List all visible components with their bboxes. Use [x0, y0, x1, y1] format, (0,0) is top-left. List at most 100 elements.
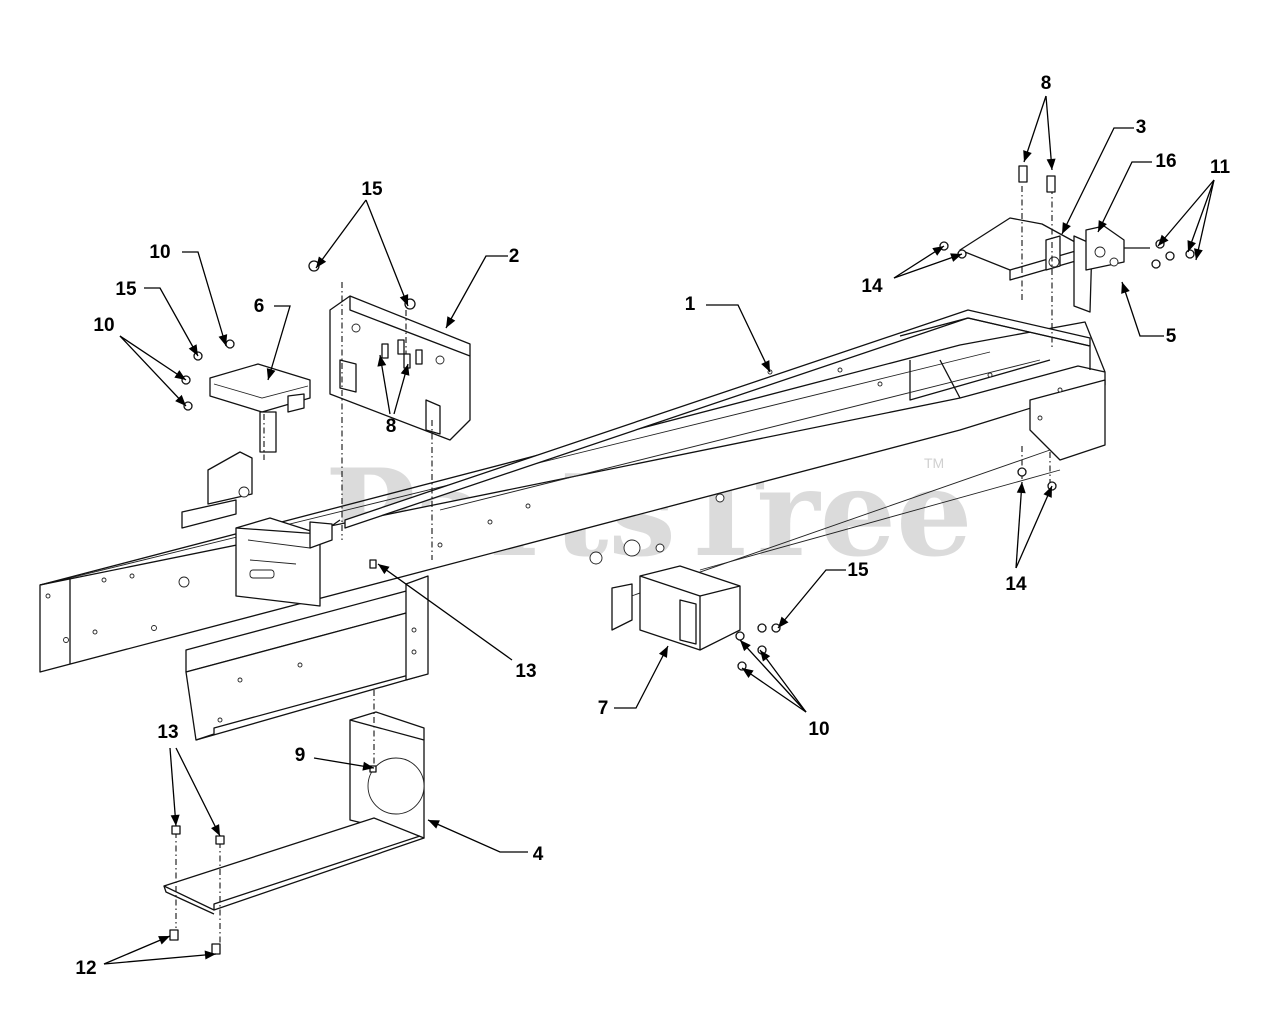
callout-c3: 3 — [1061, 117, 1146, 235]
callout-c4: 4 — [427, 819, 544, 865]
callout-c14a: 14 — [861, 245, 945, 297]
callout-label: 15 — [847, 560, 869, 581]
callout-leader — [365, 199, 409, 307]
callout-leader — [1157, 179, 1215, 247]
callout-c7: 7 — [598, 645, 669, 719]
callout-arrowhead — [1121, 282, 1130, 294]
callout-arrowhead — [377, 355, 387, 367]
callout-label: 10 — [93, 315, 114, 336]
watermark-tm: TM — [924, 455, 944, 471]
callout-arrowhead — [211, 824, 220, 836]
callout-arrowhead — [428, 820, 440, 829]
callout-arrowhead — [204, 950, 216, 960]
callout-label: 15 — [115, 279, 137, 300]
callout-leader — [759, 649, 807, 713]
callout-arrowhead — [1187, 240, 1196, 252]
callout-c12a: 12 — [75, 935, 171, 979]
callout-arrowhead — [761, 360, 770, 372]
callout-c10e — [759, 649, 807, 713]
callout-c14d — [1015, 485, 1053, 569]
callout-arrowhead — [1023, 150, 1032, 162]
callout-c15c: 15 — [115, 279, 199, 357]
callout-c1: 1 — [685, 294, 771, 373]
callout-label: 6 — [254, 296, 265, 317]
right-bracket-assembly — [959, 217, 1150, 313]
callout-leader — [1045, 95, 1053, 171]
callout-arrowhead — [316, 256, 327, 268]
callout-leader — [119, 335, 187, 407]
part-7-bracket — [611, 565, 741, 651]
callout-c8a: 8 — [1023, 73, 1052, 163]
callout-c8d — [393, 363, 410, 415]
callout-c9: 9 — [295, 745, 375, 771]
callout-leader — [739, 639, 807, 713]
callout-leader — [1061, 127, 1134, 235]
callout-c15d: 15 — [777, 560, 869, 629]
callout-arrowhead — [950, 253, 962, 262]
callout-c8b — [1045, 95, 1056, 171]
part-4-box — [163, 711, 425, 915]
callout-label: 1 — [685, 294, 696, 315]
callout-arrowhead — [174, 370, 186, 380]
callout-leader — [175, 747, 221, 837]
callout-leader — [777, 569, 846, 629]
callout-arrowhead — [218, 334, 228, 346]
callout-arrowhead — [170, 814, 180, 826]
callout-leader — [1097, 161, 1152, 233]
callout-label: 2 — [509, 246, 520, 267]
callout-arrowhead — [158, 936, 170, 945]
callout-label: 12 — [75, 958, 96, 979]
callout-arrowhead — [362, 761, 374, 771]
callout-c16: 16 — [1097, 151, 1177, 233]
callout-arrowhead — [175, 394, 186, 406]
callout-label: 11 — [1210, 157, 1231, 178]
part-6-bracket — [209, 363, 311, 453]
callout-arrowhead — [778, 616, 789, 628]
callout-leader — [1121, 281, 1164, 337]
callout-c13b: 13 — [157, 722, 180, 827]
callout-arrowhead — [1016, 482, 1026, 494]
callout-c10f — [741, 667, 807, 713]
callout-c12b — [103, 950, 217, 965]
callout-leader — [1015, 485, 1053, 569]
callout-arrowhead — [266, 368, 276, 380]
callout-arrowhead — [740, 640, 751, 652]
callout-c11b — [1187, 179, 1215, 253]
callout-leader — [169, 747, 177, 827]
callout-label: 9 — [295, 745, 306, 766]
callout-c10d: 10 — [739, 639, 830, 740]
callout-arrowhead — [760, 650, 771, 662]
callout-arrowhead — [399, 294, 409, 306]
front-bracket — [181, 451, 341, 607]
callout-c10c — [119, 335, 187, 407]
callout-label: 15 — [361, 179, 383, 200]
callout-leader — [741, 667, 807, 713]
callout-arrowhead — [1046, 158, 1056, 170]
callout-c11a: 11 — [1157, 157, 1231, 247]
part-2-plate — [329, 295, 471, 441]
callout-label: 13 — [515, 661, 536, 682]
callout-c14b — [893, 253, 963, 279]
callout-leader — [103, 953, 217, 965]
callout-arrowhead — [932, 246, 944, 256]
callout-c11c — [1194, 179, 1215, 261]
callout-leader — [377, 563, 513, 661]
callout-leader — [315, 199, 367, 269]
callout-label: 16 — [1155, 151, 1176, 172]
callout-c5: 5 — [1121, 281, 1177, 347]
callout-label: 10 — [149, 242, 170, 263]
callout-c8c: 8 — [377, 354, 396, 437]
callout-c14c: 14 — [1005, 481, 1027, 595]
callout-arrowhead — [378, 564, 390, 575]
callout-label: 14 — [1005, 574, 1027, 595]
callout-arrowhead — [446, 316, 456, 328]
callout-arrowhead — [742, 668, 754, 678]
callout-c15a: 15 — [315, 179, 383, 269]
callout-c10a: 10 — [149, 242, 228, 347]
callout-leader — [267, 305, 291, 381]
callout-leader — [144, 287, 199, 357]
callout-label: 8 — [1041, 73, 1052, 94]
callout-leader — [1195, 179, 1215, 261]
